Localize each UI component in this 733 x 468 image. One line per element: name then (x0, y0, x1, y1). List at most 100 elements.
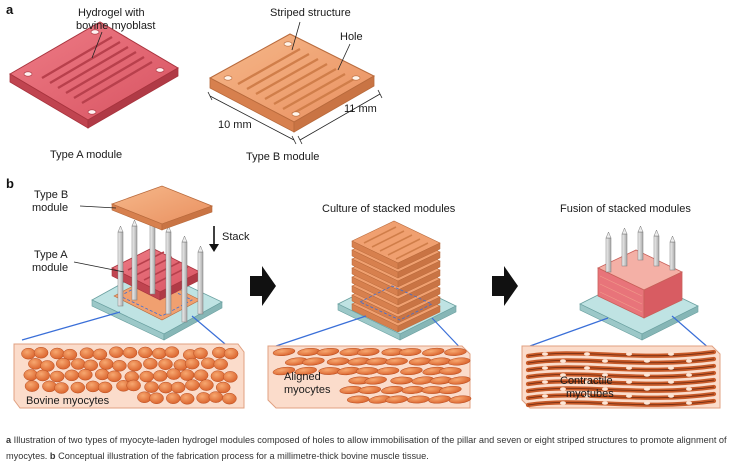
myocyte-cell (158, 358, 173, 370)
label-hydrogel-line2: bovine myoblast (76, 20, 156, 32)
label-aligned-line2: myocytes (284, 384, 331, 396)
myocyte-cell (152, 347, 167, 360)
dim-depth-label: 11 mm (344, 103, 377, 115)
myocyte-cell (152, 370, 168, 382)
label-striped: Striped structure (270, 7, 351, 19)
myocyte-cell (99, 358, 114, 370)
myocyte-cell (79, 347, 95, 359)
aligned-cell (439, 367, 462, 375)
contractile-myotubes-box (521, 345, 721, 409)
myocyte-cell (70, 358, 86, 370)
myocyte-cell (166, 368, 182, 380)
myocyte-cell (158, 381, 174, 394)
myocyte-cell (109, 346, 124, 358)
myocyte-cell (139, 370, 154, 383)
aligned-cell (357, 348, 380, 356)
process-arrow-1 (250, 266, 276, 306)
aligned-cell (364, 376, 387, 385)
label-stack: Stack (222, 231, 250, 243)
bovine-myocytes-box (13, 343, 245, 409)
leader-hydrogel (91, 31, 103, 59)
aligned-cell (316, 347, 340, 357)
aligned-cell (272, 366, 296, 376)
myocyte-cell (170, 381, 186, 394)
myocyte-cell (21, 347, 36, 360)
leader-hole (337, 43, 351, 71)
myocyte-cell (107, 370, 122, 383)
panel-b-letter: b (6, 176, 14, 191)
type-a-module (9, 21, 179, 129)
aligned-cell (294, 366, 317, 376)
myocyte-cell (97, 381, 113, 394)
aligned-cell (407, 395, 430, 404)
aligned-cell (385, 395, 408, 404)
aligned-cell (448, 395, 472, 404)
label-contractile-line2: myotubes (566, 388, 614, 400)
myocyte-cell (193, 347, 208, 360)
aligned-cell (398, 348, 422, 356)
myocyte-cell (55, 357, 71, 370)
label-contractile-line1: Contractile (560, 375, 613, 387)
caption-a-text: Illustration of two types of myocyte-lad… (6, 435, 727, 461)
label-hydrogel-line1: Hydrogel with (78, 7, 145, 19)
myocyte-cell (223, 347, 239, 360)
aligned-cell (448, 376, 471, 385)
myocyte-cell (24, 380, 40, 392)
myocyte-cell (62, 348, 78, 361)
aligned-cell (302, 357, 325, 366)
myocyte-cell (144, 381, 159, 393)
aligned-myocytes-box (267, 345, 472, 409)
myocyte-cell (85, 380, 101, 393)
myocyte-cell (223, 371, 238, 383)
type-b-module (208, 33, 376, 133)
caption-a-letter: a (6, 435, 12, 445)
aligned-cell (428, 395, 451, 404)
myocyte-cell (112, 360, 127, 372)
aligned-cell (376, 367, 400, 375)
type-a-label: Type A module (50, 149, 122, 161)
title-culture: Culture of stacked modules (322, 203, 456, 215)
label-typea-line1: Type A (34, 249, 68, 261)
aligned-cell (422, 347, 445, 357)
aligned-cell (385, 357, 408, 366)
stack-assembly (91, 185, 223, 341)
figure-diagram: a Hydrogel with bovine myoblast Type A m… (6, 2, 721, 409)
myocyte-cell (149, 392, 164, 405)
myocyte-cell (179, 393, 195, 405)
myocyte-cell (193, 369, 209, 381)
myocyte-cell (213, 358, 228, 370)
myocyte-cell (210, 370, 226, 382)
myocyte-cell (184, 357, 200, 370)
title-fusion: Fusion of stacked modules (560, 203, 691, 215)
myocyte-cell (42, 380, 57, 393)
myocyte-cell (28, 358, 43, 370)
type-b-label: Type B module (246, 151, 319, 163)
myocyte-cell (185, 379, 200, 391)
label-typeb-line1: Type B (34, 189, 68, 201)
myocyte-cell (49, 347, 65, 360)
myocyte-cell (54, 382, 69, 394)
myocyte-cell (208, 391, 224, 403)
aligned-cell (346, 395, 370, 404)
myocyte-cell (164, 346, 180, 358)
myocyte-cell (199, 379, 214, 391)
panel-a-letter: a (6, 2, 14, 17)
figure-caption: a Illustration of two types of myocyte-l… (6, 432, 730, 464)
myocyte-cell (127, 359, 142, 372)
aligned-cell (447, 357, 471, 366)
myocyte-cell (179, 369, 195, 381)
label-typeb-line2: module (32, 202, 68, 214)
myocyte-cell (94, 368, 110, 381)
myocyte-cell (70, 381, 86, 394)
leader-striped (291, 21, 301, 51)
aligned-cell (439, 385, 462, 395)
myocyte-cell (138, 346, 153, 359)
myocyte-cell (83, 359, 99, 372)
dimension-width (207, 91, 297, 145)
myocyte-cell (126, 379, 141, 392)
aligned-cell (444, 348, 467, 356)
myocyte-cell (78, 368, 93, 381)
myocyte-cell (64, 369, 80, 382)
myocyte-cell (166, 392, 181, 404)
fusion-block (579, 225, 699, 341)
